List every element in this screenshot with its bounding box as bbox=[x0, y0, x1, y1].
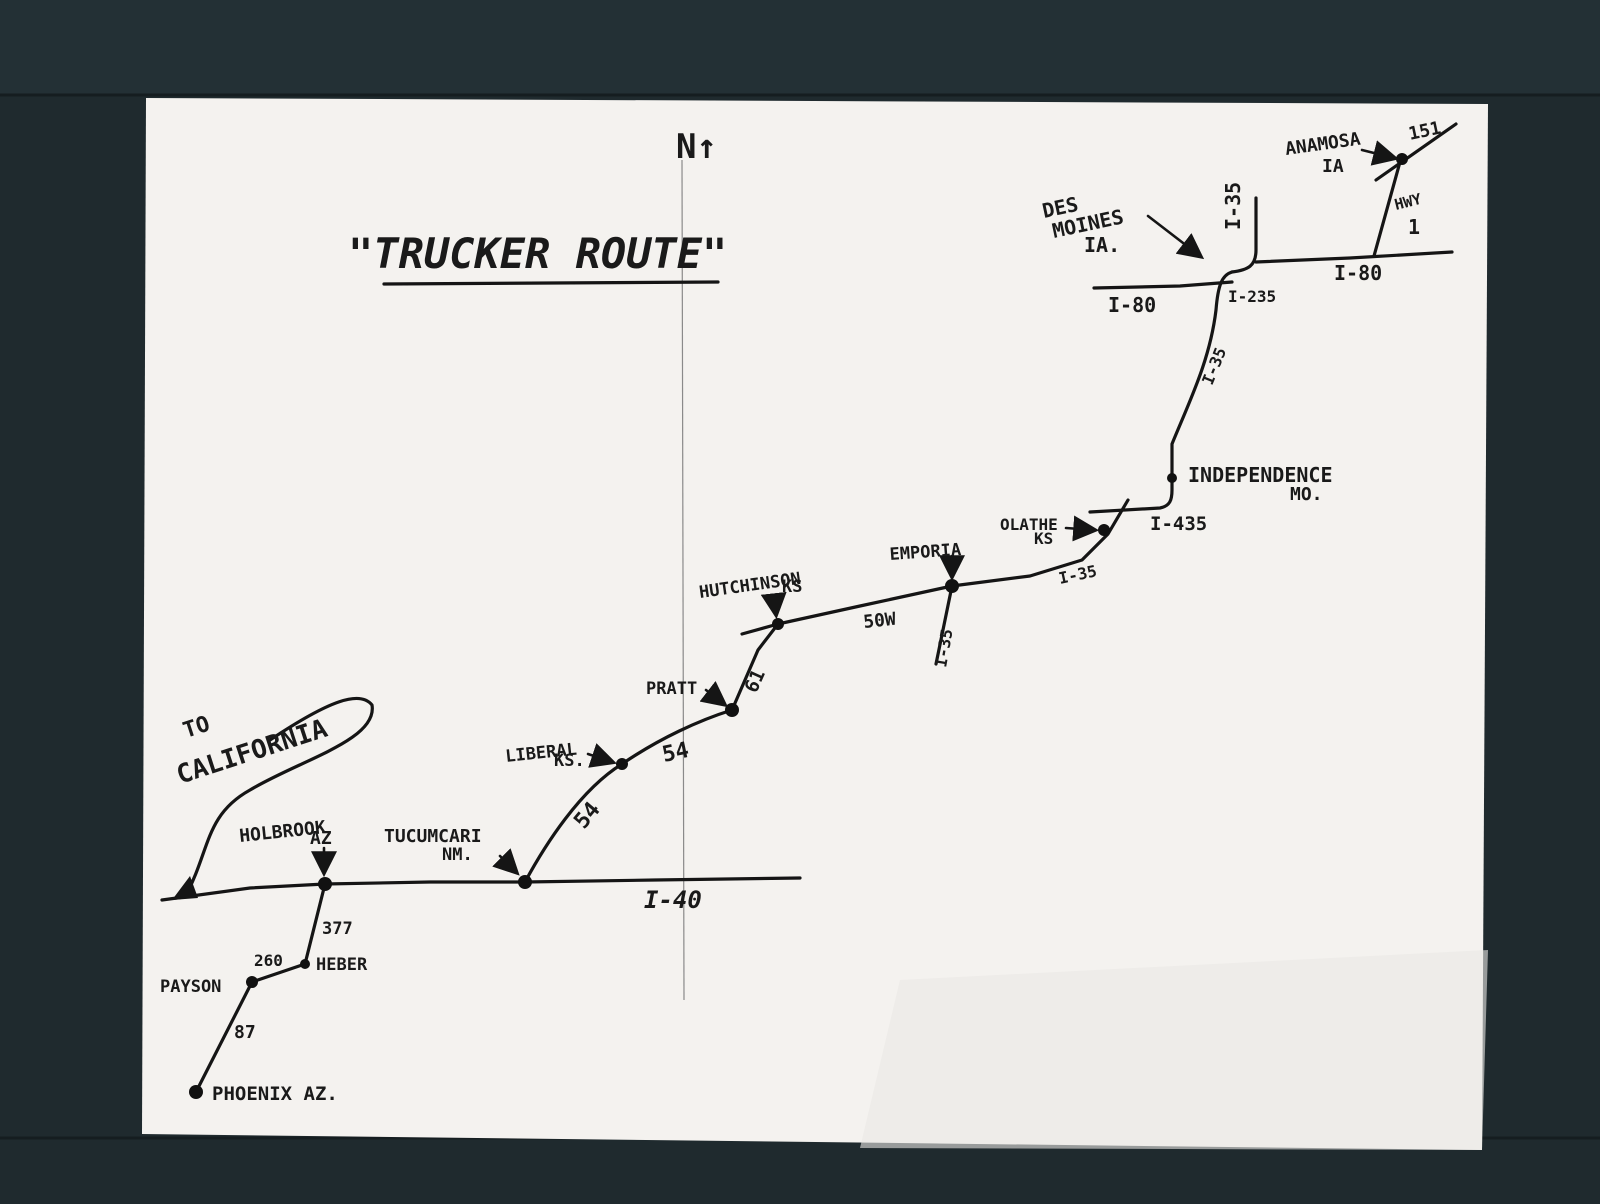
paper-sheet bbox=[142, 98, 1488, 1150]
i-40-road bbox=[160, 876, 802, 902]
i-35-north-label: I-35 bbox=[1221, 182, 1245, 230]
svg-text:KS: KS bbox=[1034, 529, 1053, 548]
tucumcari-label: TUCUMCARI NM. bbox=[384, 826, 482, 865]
plank bbox=[0, 0, 1600, 95]
independence-label: INDEPENDENCE MO. bbox=[1188, 463, 1333, 505]
des-moines-label: DES MOINES IA. bbox=[1040, 192, 1126, 257]
heber-dot bbox=[300, 959, 310, 969]
pratt-dot bbox=[725, 703, 739, 717]
i-80-east-label: I-80 bbox=[1334, 261, 1382, 285]
pratt-pointer bbox=[699, 680, 729, 708]
route-87-label: 87 bbox=[234, 1022, 256, 1043]
svg-text:OLATHE: OLATHE bbox=[1000, 515, 1058, 534]
i-235-label: I-235 bbox=[1228, 287, 1276, 306]
i-35-north bbox=[1170, 270, 1234, 480]
svg-text:IA: IA bbox=[1322, 156, 1344, 177]
hutchinson-dot bbox=[772, 618, 784, 630]
pratt-label: PRATT bbox=[646, 679, 697, 699]
svg-text:AZ: AZ bbox=[310, 828, 332, 849]
north-line bbox=[681, 159, 685, 1001]
heber-label: HEBER bbox=[316, 955, 368, 975]
independence-dot bbox=[1167, 473, 1177, 483]
route-50w-label: 50W bbox=[862, 609, 897, 633]
holbrook-dot bbox=[318, 877, 332, 891]
phoenix-label: PHOENIX AZ. bbox=[212, 1083, 338, 1105]
svg-text:PRATT: PRATT bbox=[646, 679, 697, 699]
title-underline bbox=[382, 280, 720, 286]
svg-text:INDEPENDENCE: INDEPENDENCE bbox=[1188, 463, 1333, 487]
route-87 bbox=[194, 980, 254, 1094]
emporia-dot bbox=[945, 579, 959, 593]
i-435-label: I-435 bbox=[1150, 513, 1207, 535]
i-40-label: I-40 bbox=[644, 886, 702, 914]
route-54-upper-label: 54 bbox=[660, 738, 691, 768]
route-260-label: 260 bbox=[254, 951, 283, 970]
svg-text:1: 1 bbox=[1408, 215, 1420, 239]
liberal-dot bbox=[616, 758, 628, 770]
tucumcari-pointer bbox=[492, 848, 520, 876]
tucumcari-dot bbox=[518, 875, 532, 889]
payson-dot bbox=[246, 976, 258, 988]
route-61 bbox=[730, 622, 780, 712]
svg-text:PAYSON: PAYSON bbox=[160, 977, 221, 997]
anamosa-pointer bbox=[1360, 140, 1400, 166]
svg-text:PHOENIX AZ.: PHOENIX AZ. bbox=[212, 1083, 338, 1105]
i-80-west-road bbox=[1092, 280, 1234, 290]
emporia-label: EMPORIA bbox=[889, 540, 962, 565]
i-435-road bbox=[1088, 476, 1174, 514]
hwy-151-road bbox=[1374, 122, 1458, 182]
i-235-road bbox=[1230, 196, 1258, 274]
liberal-pointer bbox=[586, 743, 617, 768]
svg-text:NM.: NM. bbox=[442, 845, 473, 865]
svg-text:TUCUMCARI: TUCUMCARI bbox=[384, 826, 482, 847]
map-title: "TRUCKER ROUTE" bbox=[348, 229, 727, 278]
des-moines-pointer bbox=[1146, 214, 1205, 260]
olathe-pointer bbox=[1064, 515, 1100, 542]
i-35-branch bbox=[934, 584, 954, 666]
hutchinson-pointer bbox=[760, 591, 787, 620]
phoenix-dot bbox=[189, 1085, 203, 1099]
olathe-label: OLATHE KS bbox=[1000, 515, 1058, 548]
route-260 bbox=[250, 962, 307, 984]
olathe-dot bbox=[1098, 524, 1110, 536]
svg-text:KS.: KS. bbox=[554, 751, 585, 771]
svg-text:KS: KS bbox=[782, 577, 802, 597]
route-377-label: 377 bbox=[322, 919, 353, 939]
svg-text:HEBER: HEBER bbox=[316, 955, 368, 975]
route-377 bbox=[303, 882, 327, 966]
anamosa-dot bbox=[1396, 153, 1408, 165]
svg-text:MO.: MO. bbox=[1290, 484, 1323, 505]
i-80-east-road bbox=[1254, 250, 1454, 264]
svg-text:EMPORIA: EMPORIA bbox=[889, 540, 962, 565]
route-50w bbox=[740, 498, 1130, 636]
i-80-west-label: I-80 bbox=[1108, 293, 1156, 317]
payson-label: PAYSON bbox=[160, 977, 221, 997]
to-california-arrowhead bbox=[172, 876, 198, 900]
svg-text:IA.: IA. bbox=[1084, 233, 1120, 257]
to-california-arrow bbox=[184, 696, 374, 897]
north-arrow-label: N↑ bbox=[676, 127, 717, 167]
shadow bbox=[860, 950, 1488, 1150]
hwy-1-road bbox=[1372, 160, 1402, 258]
hwy-1-label: HWY 1 bbox=[1393, 190, 1424, 239]
